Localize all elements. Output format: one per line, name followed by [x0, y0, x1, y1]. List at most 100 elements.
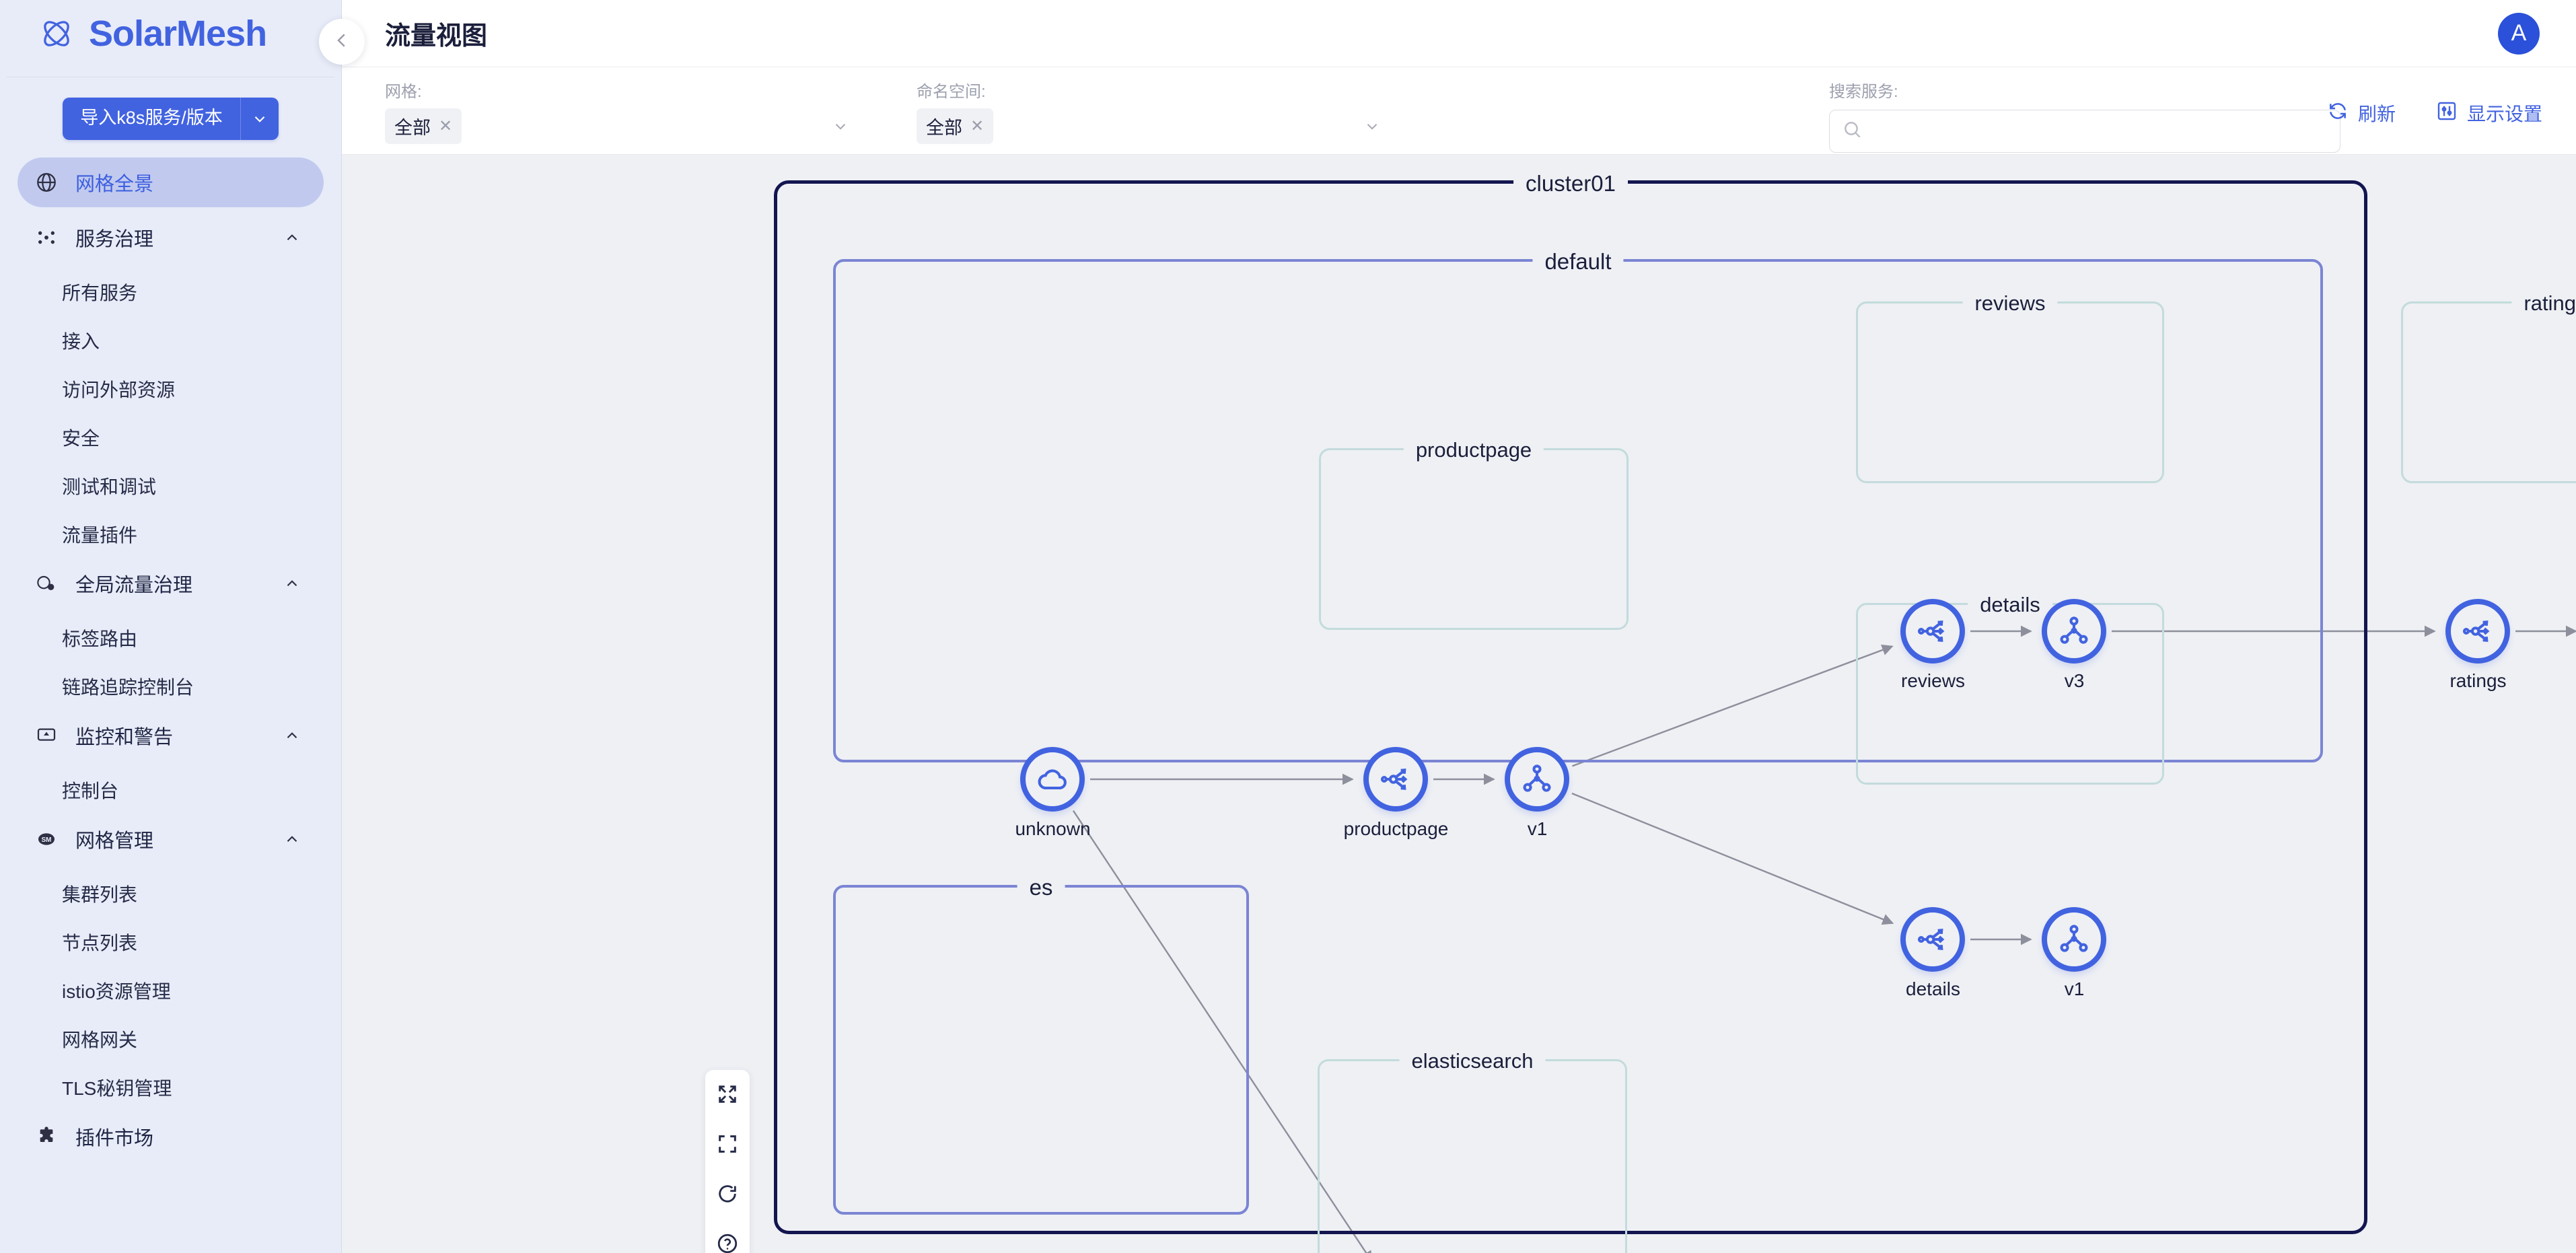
mesh-filter-select[interactable]: 全部 ✕ [385, 108, 890, 144]
chevron-down-icon[interactable] [832, 118, 849, 130]
sidebar-item-monitor-console[interactable]: 控制台 [0, 766, 341, 814]
graph-node-label: v3 [2064, 670, 2085, 691]
avatar-initial: A [2511, 20, 2527, 46]
sidebar-item-label: 接入 [62, 331, 100, 352]
sidebar-group-global-traffic[interactable]: 全局流量治理 [17, 559, 324, 608]
display-settings-icon [2436, 100, 2458, 127]
graph-toolbar [705, 1070, 750, 1253]
chevron-down-icon[interactable] [1363, 118, 1381, 130]
box-label: productpage [1403, 435, 1544, 465]
service-box-details[interactable]: details [1856, 590, 2164, 785]
namespace-filter-select[interactable]: 全部 ✕ [917, 108, 1421, 144]
sidebar-group-service-governance[interactable]: 服务治理 [17, 213, 324, 262]
sidebar-item-label: 标签路由 [62, 629, 138, 649]
import-row: 导入k8s服务/版本 [0, 77, 341, 157]
network-icon[interactable] [2042, 907, 2106, 972]
display-settings-button[interactable]: 显示设置 [2436, 100, 2542, 127]
sidebar-item-test-debug[interactable]: 测试和调试 [0, 462, 341, 510]
chevron-up-icon[interactable] [283, 727, 301, 744]
graph-node-label: reviews [1901, 670, 1965, 691]
chevron-up-icon[interactable] [283, 575, 301, 592]
share-icon[interactable] [1900, 599, 1965, 664]
box-label: cluster01 [1513, 169, 1628, 199]
namespace-filter: 命名空间: 全部 ✕ [917, 78, 1421, 144]
namespace-filter-label: 命名空间: [917, 83, 986, 101]
graph-node-reviews-v3[interactable]: v3 [2042, 599, 2106, 691]
chevron-down-icon[interactable] [240, 98, 279, 140]
namespace-box-es[interactable]: es [833, 873, 1249, 1215]
share-icon[interactable] [1900, 907, 1965, 972]
share-icon[interactable] [2445, 599, 2510, 664]
fit-screen-icon[interactable] [711, 1128, 744, 1160]
sidebar-item-label-routing[interactable]: 标签路由 [0, 614, 341, 662]
search-box[interactable] [1829, 110, 2340, 153]
sidebar-item-ingress[interactable]: 接入 [0, 316, 341, 365]
sidebar-item-mesh-gateway[interactable]: 网格网关 [0, 1015, 341, 1063]
sidebar-item-plugin-market[interactable]: 插件市场 [17, 1112, 324, 1161]
sidebar-item-label: 链路追踪控制台 [62, 677, 194, 698]
graph-node-pp-v1[interactable]: v1 [1505, 747, 1569, 839]
close-x-icon[interactable]: ✕ [970, 117, 985, 135]
chevron-left-icon [332, 30, 352, 54]
graph-canvas[interactable]: cluster01 default es productpage reviews rati… [342, 155, 2576, 1253]
filter-bar: 网格: 全部 ✕ 命名空间: 全部 ✕ [342, 67, 2576, 155]
box-label: es [1017, 873, 1065, 902]
sidebar-item-label: 测试和调试 [62, 476, 157, 497]
service-box-elasticsearch[interactable]: elasticsearch [1318, 1046, 1627, 1253]
graph-node-unknown[interactable]: unknown [1015, 747, 1091, 839]
expand-arrows-icon[interactable] [711, 1078, 744, 1110]
network-icon[interactable] [2042, 599, 2106, 664]
sidebar-collapse-button[interactable] [319, 19, 365, 65]
sidebar-item-security[interactable]: 安全 [0, 413, 341, 462]
sidebar-item-istio-resources[interactable]: istio资源管理 [0, 966, 341, 1015]
mesh-filter-label: 网格: [385, 83, 422, 101]
sidebar-item-trace-console[interactable]: 链路追踪控制台 [0, 662, 341, 711]
graph-node-details-v1[interactable]: v1 [2042, 907, 2106, 999]
cloud-icon[interactable] [1020, 747, 1085, 812]
share-icon[interactable] [1363, 747, 1428, 812]
network-icon[interactable] [1505, 747, 1569, 812]
sidebar-item-node-list[interactable]: 节点列表 [0, 918, 341, 966]
mesh-filter-value: 全部 [394, 118, 431, 138]
graph-node-label: ratings [2449, 670, 2507, 691]
display-settings-label: 显示设置 [2466, 104, 2542, 124]
sidebar-item-external-resources[interactable]: 访问外部资源 [0, 365, 341, 413]
avatar[interactable]: A [2498, 12, 2540, 55]
sidebar-group-mesh-management[interactable]: SM 网格管理 [17, 814, 324, 864]
monitor-alert-icon [34, 723, 59, 748]
box-label: ratings [2511, 289, 2576, 318]
service-box-reviews[interactable]: reviews [1856, 289, 2164, 483]
topology-graph[interactable]: cluster01 default es productpage reviews rati… [342, 155, 2576, 1253]
reload-icon[interactable] [711, 1178, 744, 1210]
cluster-box-cluster01[interactable]: cluster01 [774, 169, 2367, 1234]
box-label: elasticsearch [1399, 1046, 1546, 1076]
close-x-icon[interactable]: ✕ [439, 117, 453, 135]
service-box-productpage[interactable]: productpage [1319, 435, 1629, 630]
sidebar-item-cluster-list[interactable]: 集群列表 [0, 869, 341, 918]
namespace-box-default[interactable]: default [833, 247, 2323, 762]
sidebar-item-label: 集群列表 [62, 884, 138, 905]
main-area: 流量视图 A 网格: 全部 ✕ 命 [319, 0, 2576, 1253]
chevron-up-icon[interactable] [283, 830, 301, 848]
refresh-button[interactable]: 刷新 [2327, 100, 2396, 127]
sidebar-item-label: 流量插件 [62, 525, 138, 546]
chevron-up-icon[interactable] [283, 229, 301, 246]
service-box-ratings[interactable]: ratings [2401, 289, 2576, 483]
import-k8s-button[interactable]: 导入k8s服务/版本 [63, 98, 279, 140]
sidebar-item-tls-key-management[interactable]: TLS秘钥管理 [0, 1063, 341, 1112]
help-circle-icon[interactable] [711, 1227, 744, 1253]
sidebar-item-mesh-overview[interactable]: 网格全景 [17, 157, 324, 207]
atom-logo-icon [39, 16, 74, 51]
search-input[interactable] [1870, 120, 2340, 142]
page-title: 流量视图 [385, 22, 488, 50]
topbar: 流量视图 A [319, 0, 2576, 67]
namespace-filter-tag[interactable]: 全部 ✕ [917, 108, 994, 144]
sidebar-group-label: 监控和警告 [75, 727, 174, 748]
refresh-label: 刷新 [2357, 104, 2396, 124]
graph-node-label: v1 [2064, 978, 2085, 999]
sidebar-item-traffic-plugin[interactable]: 流量插件 [0, 510, 341, 559]
search-label: 搜索服务: [1829, 83, 1898, 101]
sidebar-group-monitoring-alerts[interactable]: 监控和警告 [17, 711, 324, 760]
mesh-filter-tag[interactable]: 全部 ✕ [385, 108, 462, 144]
sidebar-item-all-services[interactable]: 所有服务 [0, 268, 341, 316]
